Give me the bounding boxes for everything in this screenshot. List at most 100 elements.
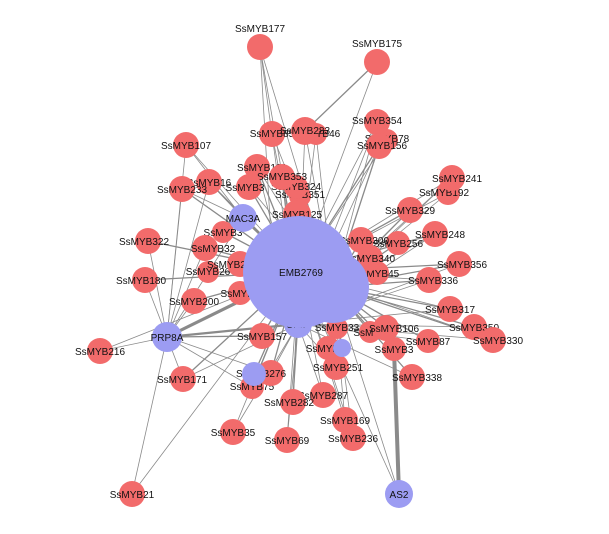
node-ssmyb107[interactable]: SsMYB107 — [161, 132, 211, 158]
myb-node-circle[interactable] — [357, 245, 383, 271]
node-ssmyb216[interactable]: SsMYB216 — [75, 338, 125, 364]
myb-node-circle[interactable] — [244, 154, 270, 180]
myb-node-circle[interactable] — [397, 197, 423, 223]
myb-node-circle[interactable] — [247, 34, 273, 60]
node-ssmyb251[interactable]: SsMYB251 — [313, 354, 363, 380]
node-prp8a[interactable]: PRP8A — [151, 322, 184, 352]
myb-node-circle[interactable] — [437, 296, 463, 322]
node-ssmyb322[interactable]: SsMYB322 — [119, 228, 169, 254]
node-as2[interactable]: AS2 — [385, 480, 413, 508]
myb-node-circle[interactable] — [364, 49, 390, 75]
node-p3[interactable] — [333, 339, 351, 357]
myb-node-circle[interactable] — [416, 329, 440, 353]
node-ssmyb32[interactable]: SsMYB32 — [191, 235, 236, 261]
node-ssmyb241[interactable]: SsMYB241 — [432, 165, 482, 191]
node-ssmyb338[interactable]: SsMYB338 — [392, 364, 442, 390]
myb-node-circle[interactable] — [170, 366, 196, 392]
node-ssmyb87[interactable]: SsMYB87 — [406, 329, 451, 353]
node-ssmyb157[interactable]: SsMYB157 — [237, 323, 287, 349]
myb-node-circle[interactable] — [236, 174, 262, 200]
node-emb2769[interactable]: EMB2769 — [243, 216, 355, 328]
node-ssmyb3[interactable]: SsMYB3 — [226, 174, 265, 200]
myb-node-circle[interactable] — [364, 109, 390, 135]
node-ssmyb156[interactable]: SsMYB156 — [357, 133, 407, 159]
node-ssmyb28[interactable]: SsMYB28 — [306, 336, 351, 360]
myb-node-circle[interactable] — [212, 221, 234, 243]
node-ssmyb180[interactable]: SsMYB180 — [116, 267, 166, 293]
node-ssmyb340[interactable]: SsMYB340 — [345, 245, 395, 271]
node-ssmyb21[interactable]: SsMYB21 — [110, 481, 155, 507]
myb-node-circle[interactable] — [480, 327, 506, 353]
myb-node-circle[interactable] — [416, 267, 442, 293]
node-ssmyb354[interactable]: SsMYB354 — [352, 109, 402, 135]
node-ssmyb3x[interactable]: SsMYB3 — [204, 221, 243, 243]
myb-node-circle[interactable] — [269, 164, 295, 190]
node-ssmyb177[interactable]: SsMYB177 — [235, 24, 285, 60]
myb-node-circle[interactable] — [192, 235, 218, 261]
node-ssmyb35[interactable]: SsMYB35 — [211, 419, 256, 445]
myb-node-circle[interactable] — [274, 427, 300, 453]
node-ssmyb16[interactable]: SsMYB16 — [187, 169, 232, 195]
node-ssmyb256[interactable]: SsMYB256 — [373, 231, 423, 255]
myb-node-circle[interactable] — [310, 382, 336, 408]
node-ssmyb353[interactable]: SsMYB353 — [257, 164, 307, 190]
node-ssmyb283[interactable]: SsMYB283 — [280, 117, 330, 145]
node-ssmyb175[interactable]: SsMYB175 — [352, 39, 402, 75]
node-p2[interactable] — [242, 362, 266, 386]
myb-node-circle[interactable] — [373, 315, 399, 341]
node-ssmyb329[interactable]: SsMYB329 — [385, 197, 435, 223]
node-mac3a[interactable]: MAC3A — [226, 204, 261, 232]
node-ssmyb248[interactable]: SsMYB248 — [415, 221, 465, 247]
node-ssmyb106[interactable]: SsMYB106 — [369, 315, 419, 341]
node-ssmyb350[interactable]: SsMYB350 — [449, 314, 499, 340]
node-ssmyb171[interactable]: SsMYB171 — [157, 366, 207, 392]
partner-node-circle[interactable] — [243, 216, 355, 328]
myb-node-circle[interactable] — [249, 323, 275, 349]
node-ssmyb200[interactable]: SsMYB200 — [169, 288, 219, 314]
myb-node-circle[interactable] — [461, 314, 487, 340]
partner-node-circle[interactable] — [229, 204, 257, 232]
myb-node-circle[interactable] — [280, 389, 306, 415]
myb-node-circle[interactable] — [422, 221, 448, 247]
partner-node-circle[interactable] — [152, 322, 182, 352]
partner-node-circle[interactable] — [333, 339, 351, 357]
node-ssmyb85[interactable]: SsMYB85 — [250, 121, 295, 147]
node-ssmyb69[interactable]: SsMYB69 — [265, 427, 310, 453]
node-ssmyb356[interactable]: SsMYB356 — [437, 251, 487, 277]
myb-node-circle[interactable] — [220, 419, 246, 445]
myb-node-circle[interactable] — [197, 261, 219, 283]
node-ssmyb3b[interactable]: SsMYB3 — [375, 337, 414, 361]
myb-node-circle[interactable] — [135, 228, 161, 254]
node-ssmyb330[interactable]: SsMYB330 — [473, 327, 523, 353]
partner-node-circle[interactable] — [242, 362, 266, 386]
myb-node-circle[interactable] — [386, 231, 410, 255]
myb-node-circle[interactable] — [169, 176, 195, 202]
myb-node-circle[interactable] — [259, 121, 285, 147]
myb-node-circle[interactable] — [316, 336, 340, 360]
node-ssmyb317[interactable]: SsMYB317 — [425, 296, 475, 322]
myb-node-circle[interactable] — [119, 481, 145, 507]
partner-node-circle[interactable] — [385, 480, 413, 508]
edge-ssmyb75-prp8a — [166, 336, 253, 388]
node-ssmyb101[interactable]: SsMYB101 — [237, 154, 287, 180]
myb-node-circle[interactable] — [173, 132, 199, 158]
myb-node-circle[interactable] — [399, 364, 425, 390]
myb-node-circle[interactable] — [291, 117, 319, 145]
node-ssmyb236[interactable]: SsMYB236 — [328, 425, 378, 451]
node-ssmyb336[interactable]: SsMYB336 — [408, 267, 458, 293]
myb-node-circle[interactable] — [323, 354, 349, 380]
node-ssmyb282[interactable]: SsMYB282 — [264, 389, 314, 415]
myb-node-circle[interactable] — [340, 425, 366, 451]
myb-node-circle[interactable] — [87, 338, 113, 364]
myb-node-circle[interactable] — [366, 133, 392, 159]
node-ssmyb287[interactable]: SsMYB287 — [298, 382, 348, 408]
myb-node-circle[interactable] — [196, 169, 222, 195]
myb-node-circle[interactable] — [382, 337, 406, 361]
myb-node-circle[interactable] — [132, 267, 158, 293]
myb-node-circle[interactable] — [446, 251, 472, 277]
node-ssmyb233[interactable]: SsMYB233 — [157, 176, 207, 202]
myb-node-circle[interactable] — [181, 288, 207, 314]
node-label: SsMYB169 — [320, 416, 370, 427]
myb-node-circle[interactable] — [439, 165, 465, 191]
node-ssmyb26[interactable]: SsMYB26 — [186, 261, 231, 283]
